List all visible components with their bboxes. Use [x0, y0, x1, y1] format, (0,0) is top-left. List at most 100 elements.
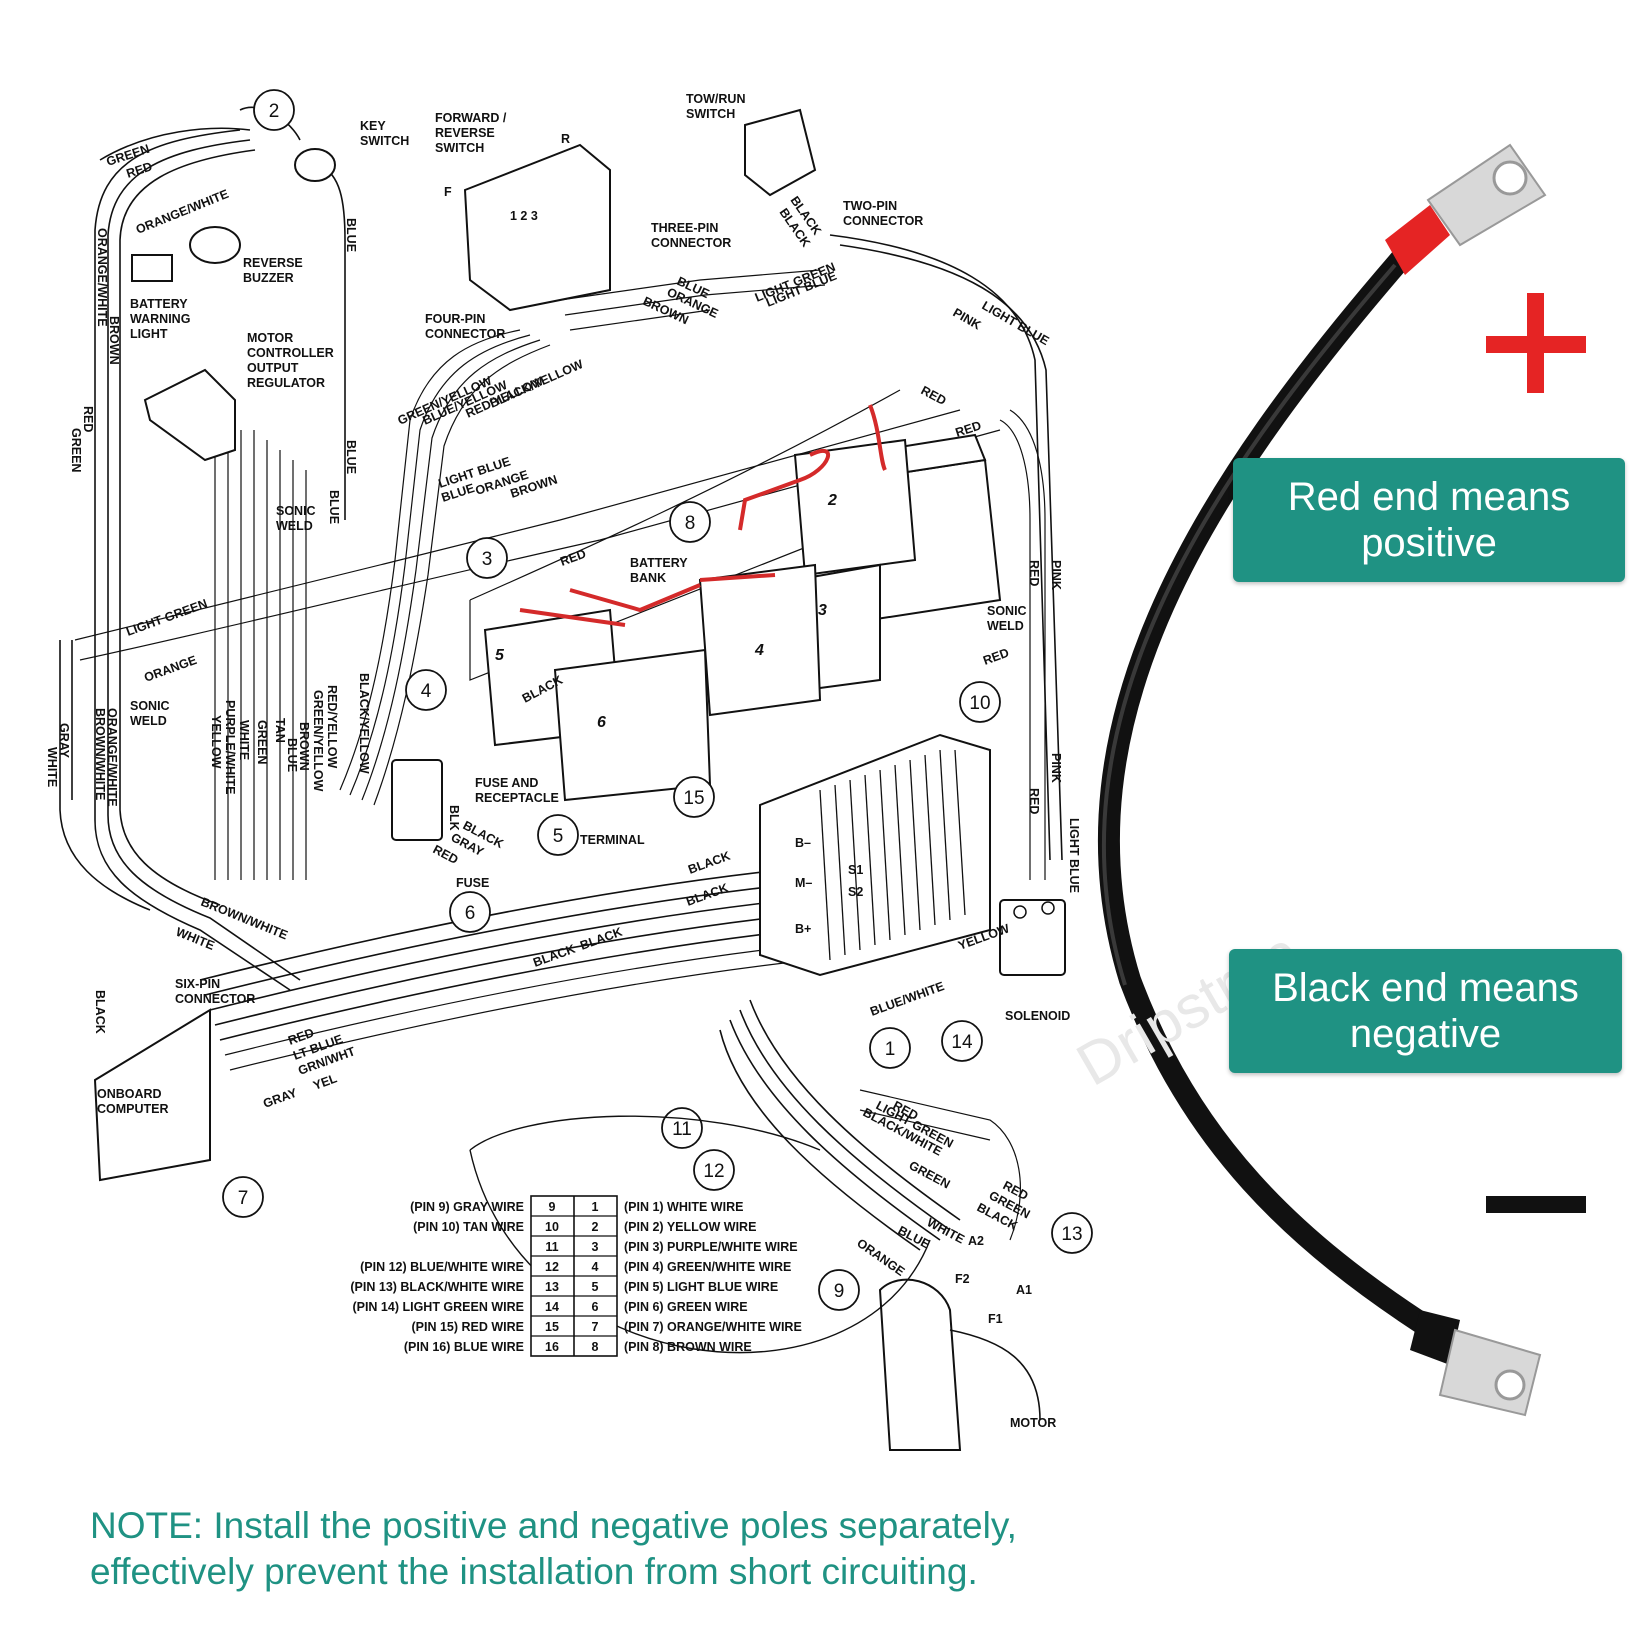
pin-table-left-label: (PIN 10) TAN WIRE: [413, 1220, 524, 1234]
wire-label: BLUE/WHITE: [868, 979, 946, 1019]
wire-label: BLACK: [93, 990, 107, 1034]
fuse-label: FUSE: [456, 876, 489, 890]
svg-text:14: 14: [951, 1032, 973, 1053]
forward-label: F: [444, 185, 452, 199]
wire-label: YEL: [311, 1071, 339, 1093]
forward-reverse-switch: 1 2 3: [463, 143, 611, 312]
svg-text:1: 1: [885, 1039, 896, 1060]
callout-14: 14: [941, 1020, 983, 1062]
pin-table-left-number: 13: [545, 1280, 559, 1294]
pin-table-left-label: (PIN 16) BLUE WIRE: [404, 1340, 524, 1354]
pin-table-right-number: 3: [592, 1240, 599, 1254]
terminal-a1: A1: [1016, 1283, 1032, 1297]
pin-table-right-number: 7: [592, 1320, 599, 1334]
svg-text:4: 4: [421, 681, 432, 702]
wire-label: BLK: [447, 805, 461, 831]
wire-label: BLUE: [327, 490, 341, 524]
wire-label: RED: [558, 547, 588, 569]
pin-table-left-number: 15: [545, 1320, 559, 1334]
callout-15: 15: [673, 776, 715, 818]
motor-controller-output-regulator: [143, 368, 236, 462]
battery-number: 5: [495, 647, 505, 664]
pin-table-right-label: (PIN 3) PURPLE/WHITE WIRE: [624, 1240, 798, 1254]
battery-number: 6: [597, 714, 606, 731]
pin-table-left-number: 11: [545, 1240, 558, 1254]
pin-table-left-label: (PIN 15) RED WIRE: [411, 1320, 524, 1334]
wire-label: ORANGE: [854, 1236, 907, 1279]
callout-4: 4: [405, 669, 447, 711]
wire-label: RED: [919, 383, 949, 408]
pin-table-right-number: 4: [592, 1260, 599, 1274]
svg-text:6: 6: [465, 903, 476, 924]
svg-text:2: 2: [269, 101, 280, 122]
pin-table-right-number: 5: [592, 1280, 599, 1294]
pin-table-right-label: (PIN 5) LIGHT BLUE WIRE: [624, 1280, 778, 1294]
motor-label: MOTOR: [1010, 1416, 1056, 1430]
wire-label: PINK: [1049, 753, 1063, 783]
wire-label: LIGHT BLUE: [1067, 818, 1081, 893]
wire-label: ORANGE/WHITE: [95, 228, 109, 327]
plus-symbol-icon: [1527, 293, 1544, 393]
svg-text:13: 13: [1061, 1224, 1082, 1245]
pin-table-left-number: 10: [545, 1220, 559, 1234]
svg-text:15: 15: [683, 788, 704, 809]
svg-text:9: 9: [834, 1281, 845, 1302]
pin-table-right-label: (PIN 1) WHITE WIRE: [624, 1200, 743, 1214]
wire-label: PURPLE/WHITE: [223, 700, 237, 794]
callout-12: 12: [693, 1149, 735, 1191]
pin-table-right-number: 8: [592, 1340, 599, 1354]
tow-run-switch: [744, 108, 817, 197]
wire-label: BROWN/WHITE: [93, 708, 107, 800]
wire-label: TAN: [273, 718, 287, 743]
pin-table-right-number: 6: [592, 1300, 599, 1314]
wire-label: YELLOW: [209, 715, 223, 769]
battery-2: 2: [793, 438, 917, 577]
solenoid-label: SOLENOID: [1005, 1009, 1070, 1023]
terminal-a2: A2: [968, 1234, 984, 1248]
motor: [878, 1278, 1041, 1451]
terminal-b-plus: B+: [795, 922, 811, 936]
wire-label: BROWN: [297, 722, 311, 771]
reverse-buzzer: [189, 226, 241, 264]
wire-label: BLUE: [344, 218, 358, 252]
battery-bank: 1 2 3 4 5 6: [483, 404, 1002, 802]
battery-number: 4: [754, 642, 764, 659]
callout-circles: 1 2 3 4 5 6 7 8 9 10 11 12 13 14 15: [222, 89, 1093, 1311]
wire-label: RED/YELLOW: [325, 685, 339, 769]
callout-11: 11: [661, 1107, 703, 1149]
motor-controller: [759, 733, 991, 977]
red-jumper: [519, 608, 626, 627]
installation-note: NOTE: Install the positive and negative …: [90, 1505, 1017, 1592]
wire-label: ORANGE: [142, 653, 198, 685]
minus-symbol-icon: [1486, 1196, 1586, 1213]
wire-label: BROWN: [107, 316, 121, 365]
wire-label: PINK: [951, 305, 984, 332]
reverse-label: R: [561, 132, 570, 146]
wire-label: RED: [981, 646, 1011, 668]
terminal-f1: F1: [988, 1312, 1003, 1326]
callout-7: 7: [222, 1176, 264, 1218]
pin-table-left-label: (PIN 12) BLUE/WHITE WIRE: [360, 1260, 524, 1274]
wire-label: RED: [1027, 560, 1041, 586]
wire-label: RED: [1027, 788, 1041, 814]
callout-9: 9: [818, 1269, 860, 1311]
callout-13: 13: [1051, 1212, 1093, 1254]
onboard-computer: [93, 1008, 211, 1182]
wire-label: BLACK: [686, 849, 732, 877]
battery-number: 2: [827, 492, 837, 509]
wire-label: BLACK/YELLOW: [357, 673, 371, 774]
pin-table-left-label: (PIN 9) GRAY WIRE: [410, 1200, 524, 1214]
wire-label: BROWN/WHITE: [199, 895, 290, 943]
terminal-f2: F2: [955, 1272, 970, 1286]
callout-3: 3: [466, 537, 508, 579]
